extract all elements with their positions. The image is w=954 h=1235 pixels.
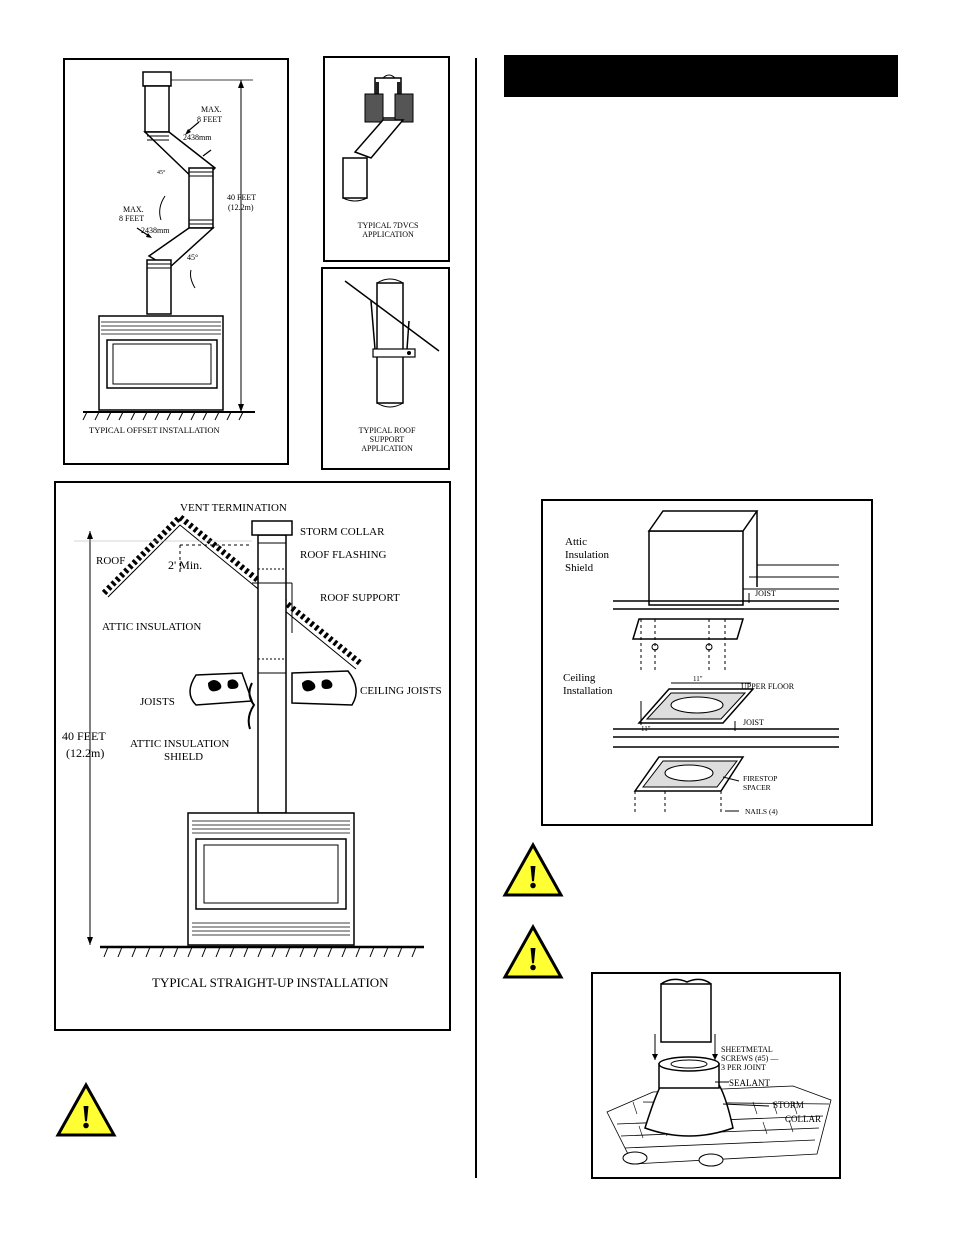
dvcs-caption-1: TYPICAL 7DVCS — [358, 221, 419, 230]
label-attic-shield-1: ATTIC INSULATION — [130, 738, 229, 750]
ceiling-label-2: Installation — [563, 685, 613, 697]
offset-max2-mm: 2438mm — [141, 226, 170, 235]
label-roof-flashing: ROOF FLASHING — [300, 549, 387, 561]
warning-icon-mark: ! — [527, 941, 538, 978]
label-joists: JOISTS — [140, 696, 175, 708]
warning-icon-mark: ! — [80, 1099, 91, 1136]
warning-icon-mark: ! — [527, 859, 538, 896]
straight-up-installation-figure: VENT TERMINATION STORM COLLAR ROOF FLASH… — [54, 481, 451, 1031]
roof-support-drawing: TYPICAL ROOF SUPPORT APPLICATION — [344, 278, 440, 453]
ceiling-attic-1: Attic — [565, 536, 587, 548]
ceiling-joist-mid: JOIST — [743, 718, 764, 727]
storm-collar-drawing: SHEETMETAL SCREWS (#5) — 3 PER JOINT SEA… — [606, 978, 832, 1167]
roof-support-figure: TYPICAL ROOF SUPPORT APPLICATION — [321, 267, 450, 470]
ceiling-firestop-2: SPACER — [743, 783, 771, 792]
warning-icon: ! — [502, 924, 564, 979]
offset-installation-figure: MAX. 8 FEET 2438mm 45° MAX. 8 FEET 2438m… — [63, 58, 289, 465]
straight-caption: TYPICAL STRAIGHT-UP INSTALLATION — [152, 975, 389, 990]
storm-collar-figure: SHEETMETAL SCREWS (#5) — 3 PER JOINT SEA… — [591, 972, 841, 1179]
collar-screws-1: SHEETMETAL — [721, 1045, 773, 1054]
collar-collar: COLLAR — [785, 1114, 821, 1124]
offset-max1-b: 8 FEET — [197, 115, 222, 124]
offset-caption: TYPICAL OFFSET INSTALLATION — [89, 425, 220, 435]
ceiling-dim-11b: 11" — [641, 725, 651, 733]
ceiling-installation-drawing: Attic Insulation Shield JOIST Ceiling In… — [563, 510, 839, 816]
dvcs-application-figure: TYPICAL 7DVCS APPLICATION — [323, 56, 450, 262]
section-header-bar — [504, 55, 898, 97]
ceiling-joist-top: JOIST — [755, 589, 776, 598]
warning-icon: ! — [502, 842, 564, 897]
warning-icon: ! — [55, 1082, 117, 1137]
ceiling-dim-11a: 11" — [693, 675, 703, 683]
offset-max2-a: MAX. — [123, 205, 144, 214]
ceiling-attic-2: Insulation — [565, 549, 609, 561]
label-attic-insulation: ATTIC INSULATION — [102, 621, 201, 633]
roof-support-caption-3: APPLICATION — [361, 444, 413, 453]
ceiling-firestop-1: FIRESTOP — [743, 774, 777, 783]
ceiling-installation-figure: Attic Insulation Shield JOIST Ceiling In… — [541, 499, 873, 826]
offset-max2-b: 8 FEET — [119, 214, 144, 223]
label-2ft-min: 2' Min. — [168, 558, 202, 572]
roof-support-caption-1: TYPICAL ROOF — [359, 426, 416, 435]
straight-up-drawing: VENT TERMINATION STORM COLLAR ROOF FLASH… — [62, 502, 442, 990]
ceiling-label-1: Ceiling — [563, 672, 596, 684]
label-height-ft: 40 FEET — [62, 729, 106, 743]
label-ceiling-joists: CEILING JOISTS — [360, 685, 442, 697]
ceiling-upper-floor: UPPER FLOOR — [741, 682, 795, 691]
collar-screws-3: 3 PER JOINT — [721, 1063, 766, 1072]
label-vent-termination: VENT TERMINATION — [180, 502, 287, 514]
roof-support-caption-2: SUPPORT — [370, 435, 405, 444]
offset-installation-drawing: MAX. 8 FEET 2438mm 45° MAX. 8 FEET 2438m… — [82, 71, 256, 435]
label-roof: ROOF — [96, 555, 125, 567]
ceiling-nails: NAILS (4) — [745, 807, 778, 816]
label-storm-collar: STORM COLLAR — [300, 526, 385, 538]
collar-sealant: SEALANT — [729, 1078, 770, 1088]
label-roof-support: ROOF SUPPORT — [320, 592, 400, 604]
ceiling-attic-3: Shield — [565, 562, 594, 574]
dvcs-caption-2: APPLICATION — [362, 230, 414, 239]
collar-screws-2: SCREWS (#5) — — [721, 1054, 779, 1063]
offset-max1-mm: 2438mm — [183, 133, 212, 142]
label-attic-shield-2: SHIELD — [164, 751, 203, 763]
offset-max1-a: MAX. — [201, 105, 222, 114]
offset-height-m: (12.2m) — [228, 203, 254, 212]
label-height-m: (12.2m) — [66, 746, 104, 760]
column-divider — [475, 58, 477, 1178]
offset-angle1: 45° — [157, 169, 166, 176]
dvcs-drawing: TYPICAL 7DVCS APPLICATION — [342, 74, 419, 239]
collar-storm: STORM — [773, 1100, 804, 1110]
offset-height-ft: 40 FEET — [227, 193, 256, 202]
offset-angle2: 45° — [187, 253, 198, 262]
